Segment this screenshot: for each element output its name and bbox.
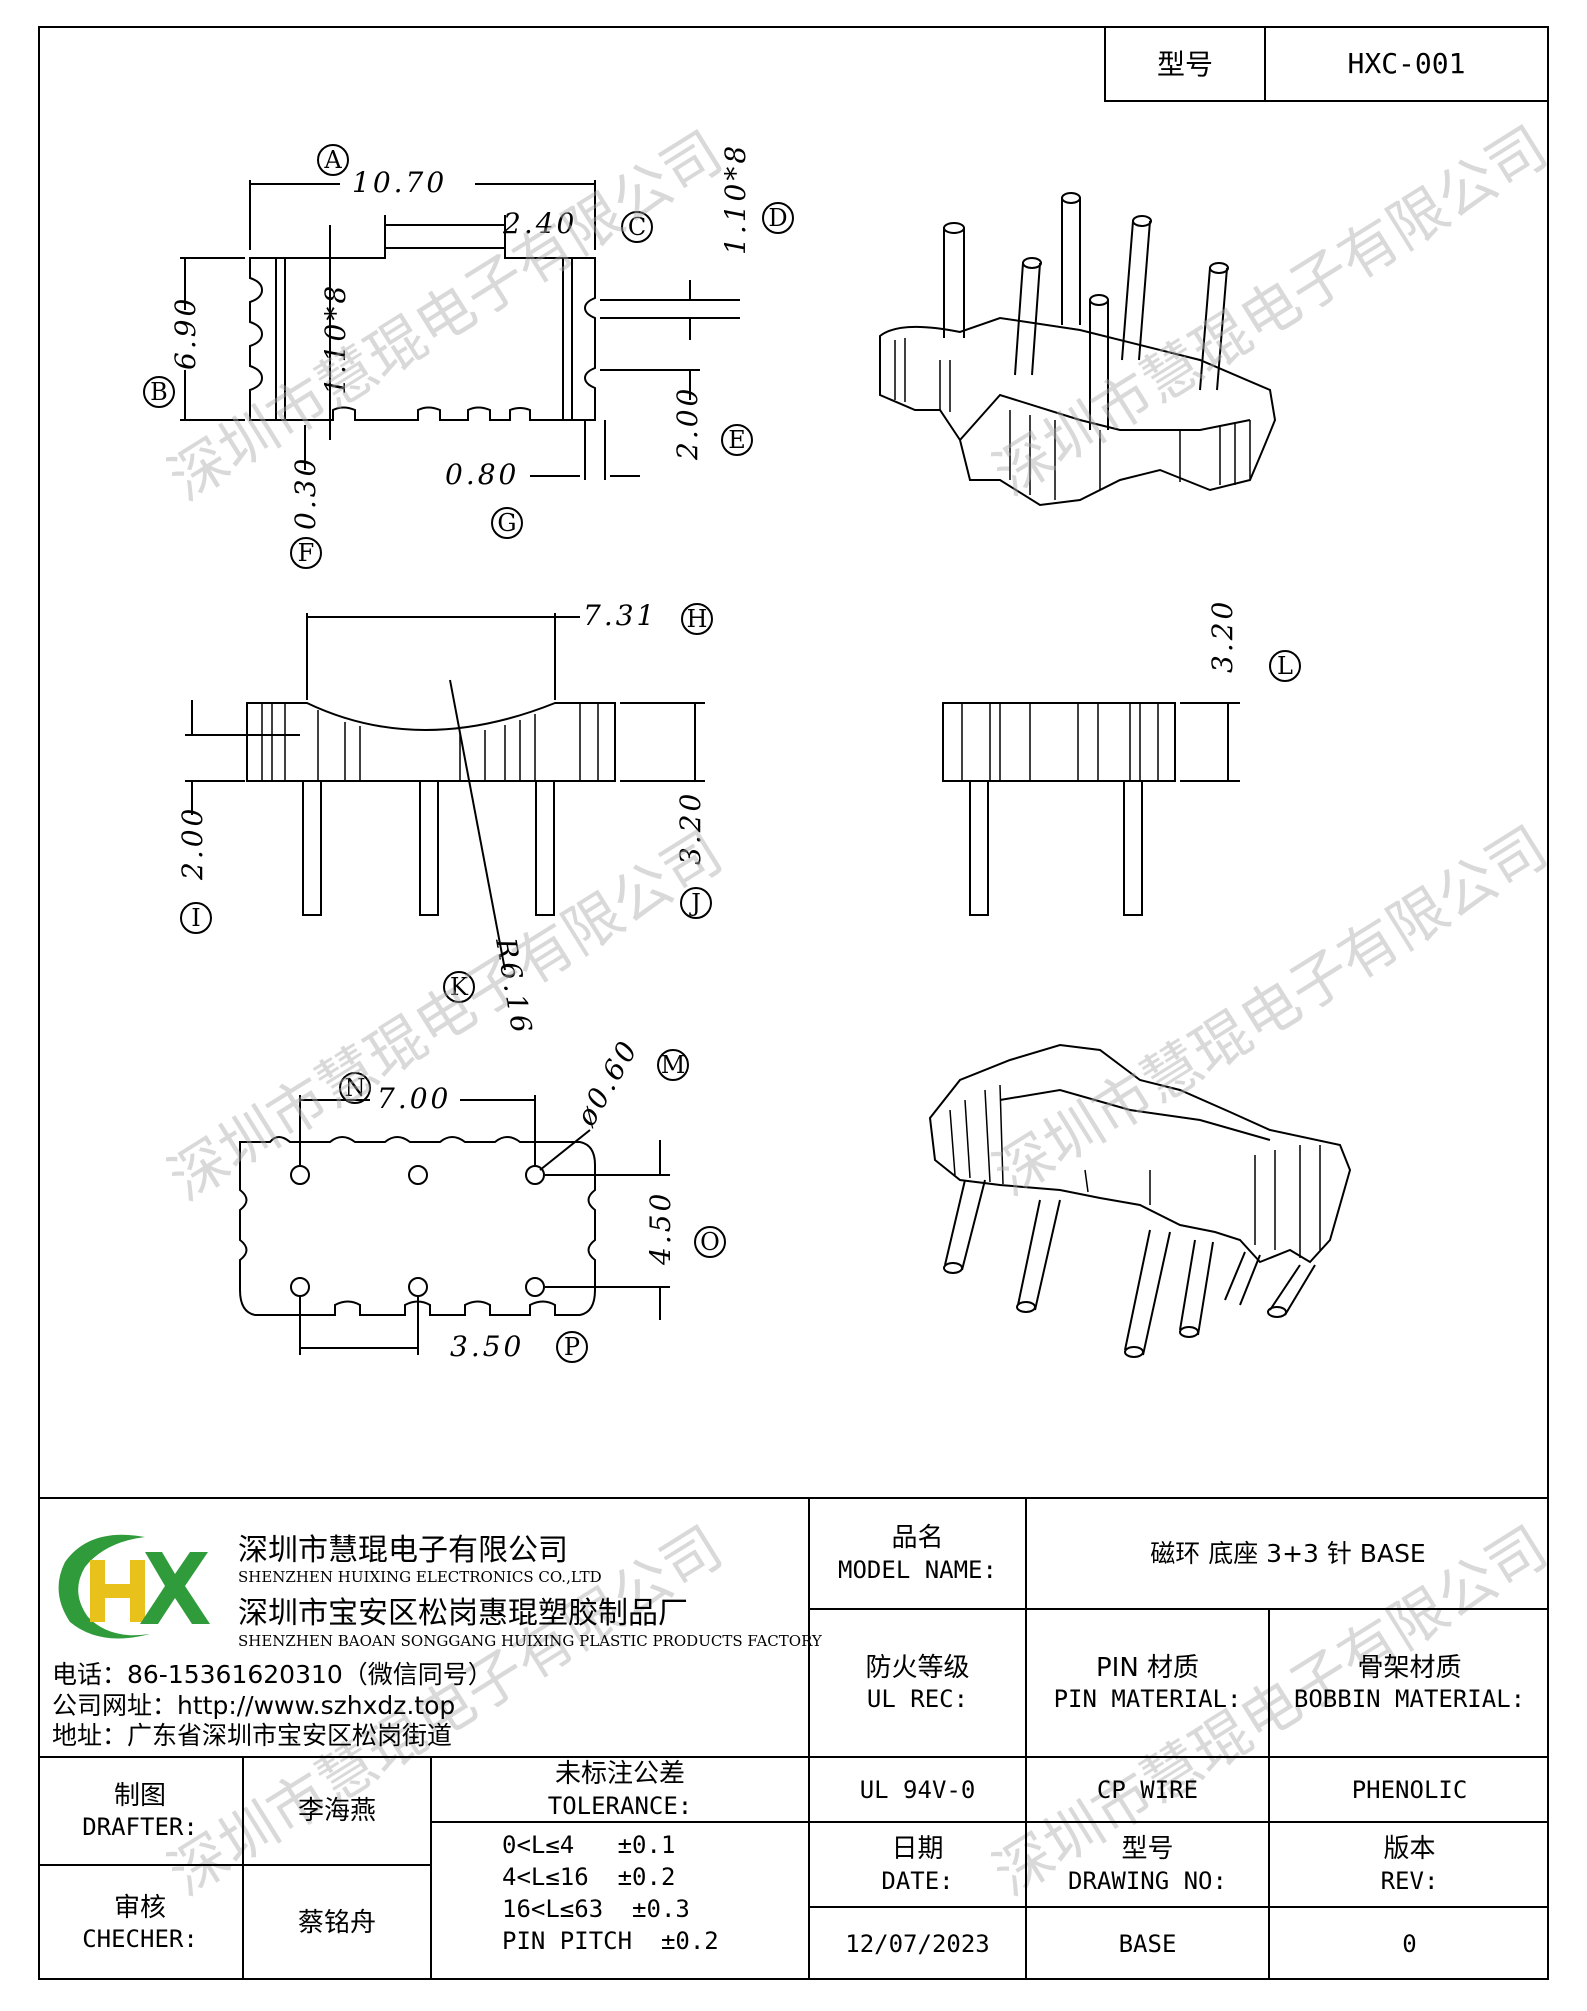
front-view-body	[246, 702, 616, 782]
dim-m-text: ø0.60	[569, 1033, 645, 1132]
top-view	[180, 180, 740, 480]
pin-hole	[290, 1165, 310, 1185]
date-label: 日期 DATE:	[881, 1834, 954, 1895]
dim-n-text: 7.00	[377, 1082, 451, 1115]
ref-f: F	[298, 539, 315, 567]
factory-name-en: SHENZHEN BAOAN SONGGANG HUIXING PLASTIC …	[238, 1632, 822, 1650]
model-value: HXC-001	[1347, 46, 1466, 80]
pin-hole	[525, 1277, 545, 1297]
drafter-value: 李海燕	[297, 1795, 376, 1826]
drafter-label: 制图 DRAFTER:	[82, 1780, 198, 1842]
pin	[535, 780, 555, 916]
tolerance-line: 4<L≤16 ±0.2	[502, 1863, 676, 1891]
pin-hole	[408, 1277, 428, 1297]
bottom-view	[239, 1095, 670, 1355]
side-view-body	[942, 702, 1176, 782]
dim-k-text: R6.16	[489, 935, 539, 1039]
pin-material-label: PIN 材质 PIN MATERIAL:	[1053, 1652, 1242, 1714]
ref-h: H	[687, 605, 708, 633]
bobbin-material-value: PHENOLIC	[1351, 1775, 1468, 1804]
technical-drawing: 10.70 2.40 6.90 1.10*8 1.10*8 2.00 0.30 …	[143, 143, 1352, 1363]
top-view-outline	[249, 247, 596, 421]
dim-inner-text: 1.10*8	[319, 283, 352, 395]
dim-h-text: 7.31	[583, 599, 657, 632]
dim-o-text: 4.50	[644, 1191, 677, 1266]
ref-d: D	[768, 204, 787, 232]
rev-label: 版本 REV:	[1380, 1834, 1439, 1895]
rev-value: 0	[1402, 1930, 1417, 1958]
bobbin-material-label: 骨架材质 BOBBIN MATERIAL:	[1293, 1652, 1526, 1714]
company-logo	[58, 1534, 210, 1639]
ref-n: N	[345, 1074, 366, 1102]
drawing-sheet-border	[38, 26, 1549, 1980]
drawing-no-value: BASE	[1118, 1930, 1177, 1958]
pin	[302, 780, 322, 916]
company-address: 地址：广东省深圳市宝安区松岗街道	[52, 1721, 453, 1750]
tolerance-label: 未标注公差 TOLERANCE:	[547, 1759, 693, 1820]
dim-p-text: 3.50	[450, 1330, 524, 1363]
ul-rec-label: 防火等级 UL REC:	[865, 1652, 970, 1714]
model-name-label: 品名 MODEL NAME:	[838, 1523, 997, 1584]
dim-d-text: 1.10*8	[719, 143, 752, 255]
dim-i-text: 2.00	[176, 806, 209, 881]
dim-f-text: 0.30	[289, 456, 322, 530]
side-view	[942, 702, 1240, 916]
ref-m: M	[661, 1051, 686, 1079]
ref-k: K	[450, 973, 469, 1001]
pin	[969, 780, 989, 916]
isometric-view-bottom	[928, 1043, 1352, 1358]
pin-hole	[290, 1277, 310, 1297]
dim-g-text: 0.80	[445, 458, 519, 491]
pin-hole	[525, 1165, 545, 1185]
ref-o: O	[700, 1228, 720, 1256]
ref-p: P	[564, 1333, 580, 1361]
company-phone: 电话：86-15361620310（微信同号）	[52, 1660, 493, 1689]
pin-material-value: CP WIRE	[1096, 1775, 1199, 1804]
ul-value: UL 94V-0	[859, 1775, 976, 1804]
ref-b: B	[150, 378, 168, 406]
checker-label: 审核 CHECHER:	[82, 1892, 198, 1954]
tolerance-line: 0<L≤4 ±0.1	[502, 1831, 676, 1859]
tolerance-line: PIN PITCH ±0.2	[502, 1927, 719, 1955]
ref-l: L	[1277, 652, 1293, 680]
front-view	[185, 613, 705, 971]
bottom-view-outline	[239, 1136, 596, 1316]
pin	[1123, 780, 1143, 916]
ref-j: J	[688, 889, 701, 917]
dim-c-text: 2.40	[502, 207, 577, 240]
date-value: 12/07/2023	[845, 1930, 990, 1958]
company-name-en: SHENZHEN HUIXING ELECTRONICS CO.,LTD	[238, 1568, 602, 1586]
ref-i: I	[191, 904, 200, 932]
isometric-view-top	[879, 192, 1277, 507]
ref-a: A	[323, 146, 342, 174]
company-name-cn: 深圳市慧琨电子有限公司	[238, 1533, 568, 1568]
dim-l-text: 3.20	[1206, 599, 1239, 673]
ref-c: C	[628, 213, 646, 241]
drawing-no-label: 型号 DRAWING NO:	[1068, 1834, 1227, 1895]
model-label: 型号	[1106, 26, 1266, 100]
model-name-value: 磁环 底座 3+3 针 BASE	[1150, 1538, 1426, 1568]
dim-e-text: 2.00	[671, 386, 704, 461]
model-number-box: 型号 HXC-001	[1104, 26, 1549, 102]
factory-name-cn: 深圳市宝安区松岗惠琨塑胶制品厂	[238, 1596, 688, 1631]
dim-a-text: 10.70	[352, 166, 447, 199]
ref-e: E	[728, 426, 746, 454]
ref-g: G	[497, 509, 516, 537]
dim-j-text: 3.20	[674, 791, 707, 865]
pin	[419, 780, 439, 916]
dim-b-text: 6.90	[169, 296, 202, 370]
company-website: 公司网址：http://www.szhxdz.top	[52, 1691, 456, 1720]
checker-value: 蔡铭舟	[297, 1907, 376, 1938]
tolerance-line: 16<L≤63 ±0.3	[502, 1895, 690, 1923]
pin-hole	[408, 1165, 428, 1185]
